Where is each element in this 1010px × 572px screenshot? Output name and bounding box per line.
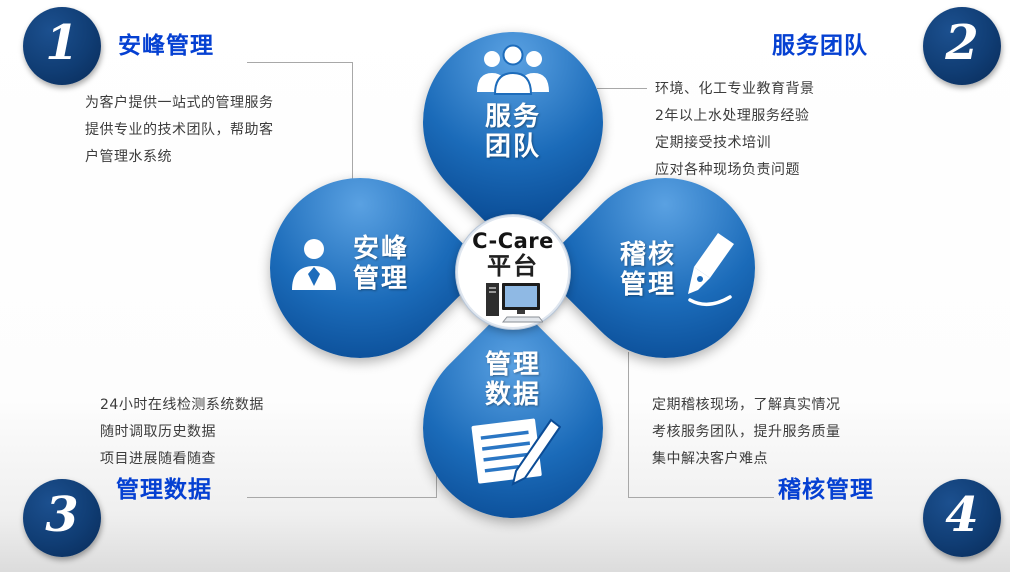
desc-line: 为客户提供一站式的管理服务 bbox=[85, 95, 274, 111]
connector-line-top-left-h bbox=[247, 62, 353, 63]
desc-anfeng-management: 为客户提供一站式的管理服务 提供专业的技术团队，帮助客 户管理水系统 bbox=[85, 90, 274, 171]
heading-audit-management: 稽核管理 bbox=[778, 477, 874, 503]
badge-number-3: 3 bbox=[45, 487, 79, 543]
platform-name: C-Care bbox=[472, 229, 554, 253]
computer-icon bbox=[486, 283, 543, 323]
connector-line-top-left-v bbox=[352, 62, 353, 188]
desc-line: 环境、化工专业教育背景 bbox=[655, 81, 815, 97]
petal-content-service-team: 服务 团队 bbox=[423, 44, 603, 162]
desc-management-data: 24小时在线检测系统数据 随时调取历史数据 项目进展随看随查 bbox=[100, 392, 264, 473]
connector-line-top-right-h bbox=[597, 88, 647, 89]
petal-label-anfeng: 安峰 bbox=[353, 234, 410, 264]
badge-number-2: 2 bbox=[945, 15, 979, 71]
desc-service-team: 环境、化工专业教育背景 2年以上水处理服务经验 定期接受技术培训 应对各种现场负… bbox=[655, 76, 815, 184]
heading-anfeng-management: 安峰管理 bbox=[118, 33, 214, 59]
petal-label-data: 数据 bbox=[484, 380, 541, 410]
petal-label-audit: 稽核 bbox=[620, 240, 677, 270]
badge-number-4: 4 bbox=[945, 487, 979, 543]
connector-line-bottom-left-h bbox=[247, 497, 437, 498]
team-icon bbox=[477, 44, 549, 95]
desc-line: 考核服务团队，提升服务质量 bbox=[652, 424, 841, 440]
desc-line: 集中解决客户难点 bbox=[652, 451, 768, 467]
connector-line-bottom-right-h bbox=[628, 497, 774, 498]
connector-line-bottom-left-v bbox=[436, 466, 437, 497]
document-pen-icon bbox=[471, 418, 561, 486]
petal-content-audit: 稽核 管理 bbox=[620, 230, 740, 310]
number-badge-2: 2 bbox=[923, 7, 1001, 85]
desc-line: 提供专业的技术团队，帮助客 bbox=[85, 122, 274, 138]
person-icon bbox=[292, 239, 336, 290]
platform-label: 平台 bbox=[487, 252, 539, 280]
number-badge-3: 3 bbox=[23, 479, 101, 557]
number-badge-1: 1 bbox=[23, 7, 101, 85]
center-platform-circle: C-Care 平台 bbox=[456, 215, 570, 329]
heading-service-team: 服务团队 bbox=[772, 33, 868, 59]
petal-label-service: 服务 bbox=[484, 102, 541, 132]
desc-line: 24小时在线检测系统数据 bbox=[100, 397, 264, 413]
number-badge-4: 4 bbox=[923, 479, 1001, 557]
desc-line: 户管理水系统 bbox=[85, 149, 172, 165]
desc-line: 应对各种现场负责问题 bbox=[655, 162, 800, 178]
petal-content-anfeng: 安峰 管理 bbox=[285, 234, 409, 294]
desc-line: 项目进展随看随查 bbox=[100, 451, 216, 467]
petal-label-management2: 管理 bbox=[620, 270, 677, 300]
petal-content-data: 管理 数据 bbox=[423, 350, 603, 492]
badge-number-1: 1 bbox=[45, 15, 79, 71]
petal-label-management3: 管理 bbox=[484, 350, 541, 380]
desc-line: 定期稽核现场，了解真实情况 bbox=[652, 397, 841, 413]
petal-label-management: 管理 bbox=[353, 264, 410, 294]
petal-label-team: 团队 bbox=[484, 132, 541, 162]
desc-line: 随时调取历史数据 bbox=[100, 424, 216, 440]
desc-line: 2年以上水处理服务经验 bbox=[655, 108, 810, 124]
connector-line-bottom-right-v bbox=[628, 352, 629, 498]
desc-line: 定期接受技术培训 bbox=[655, 135, 771, 151]
desc-audit-management: 定期稽核现场，了解真实情况 考核服务团队，提升服务质量 集中解决客户难点 bbox=[652, 392, 841, 473]
heading-management-data: 管理数据 bbox=[116, 477, 212, 503]
pen-icon bbox=[688, 233, 735, 307]
